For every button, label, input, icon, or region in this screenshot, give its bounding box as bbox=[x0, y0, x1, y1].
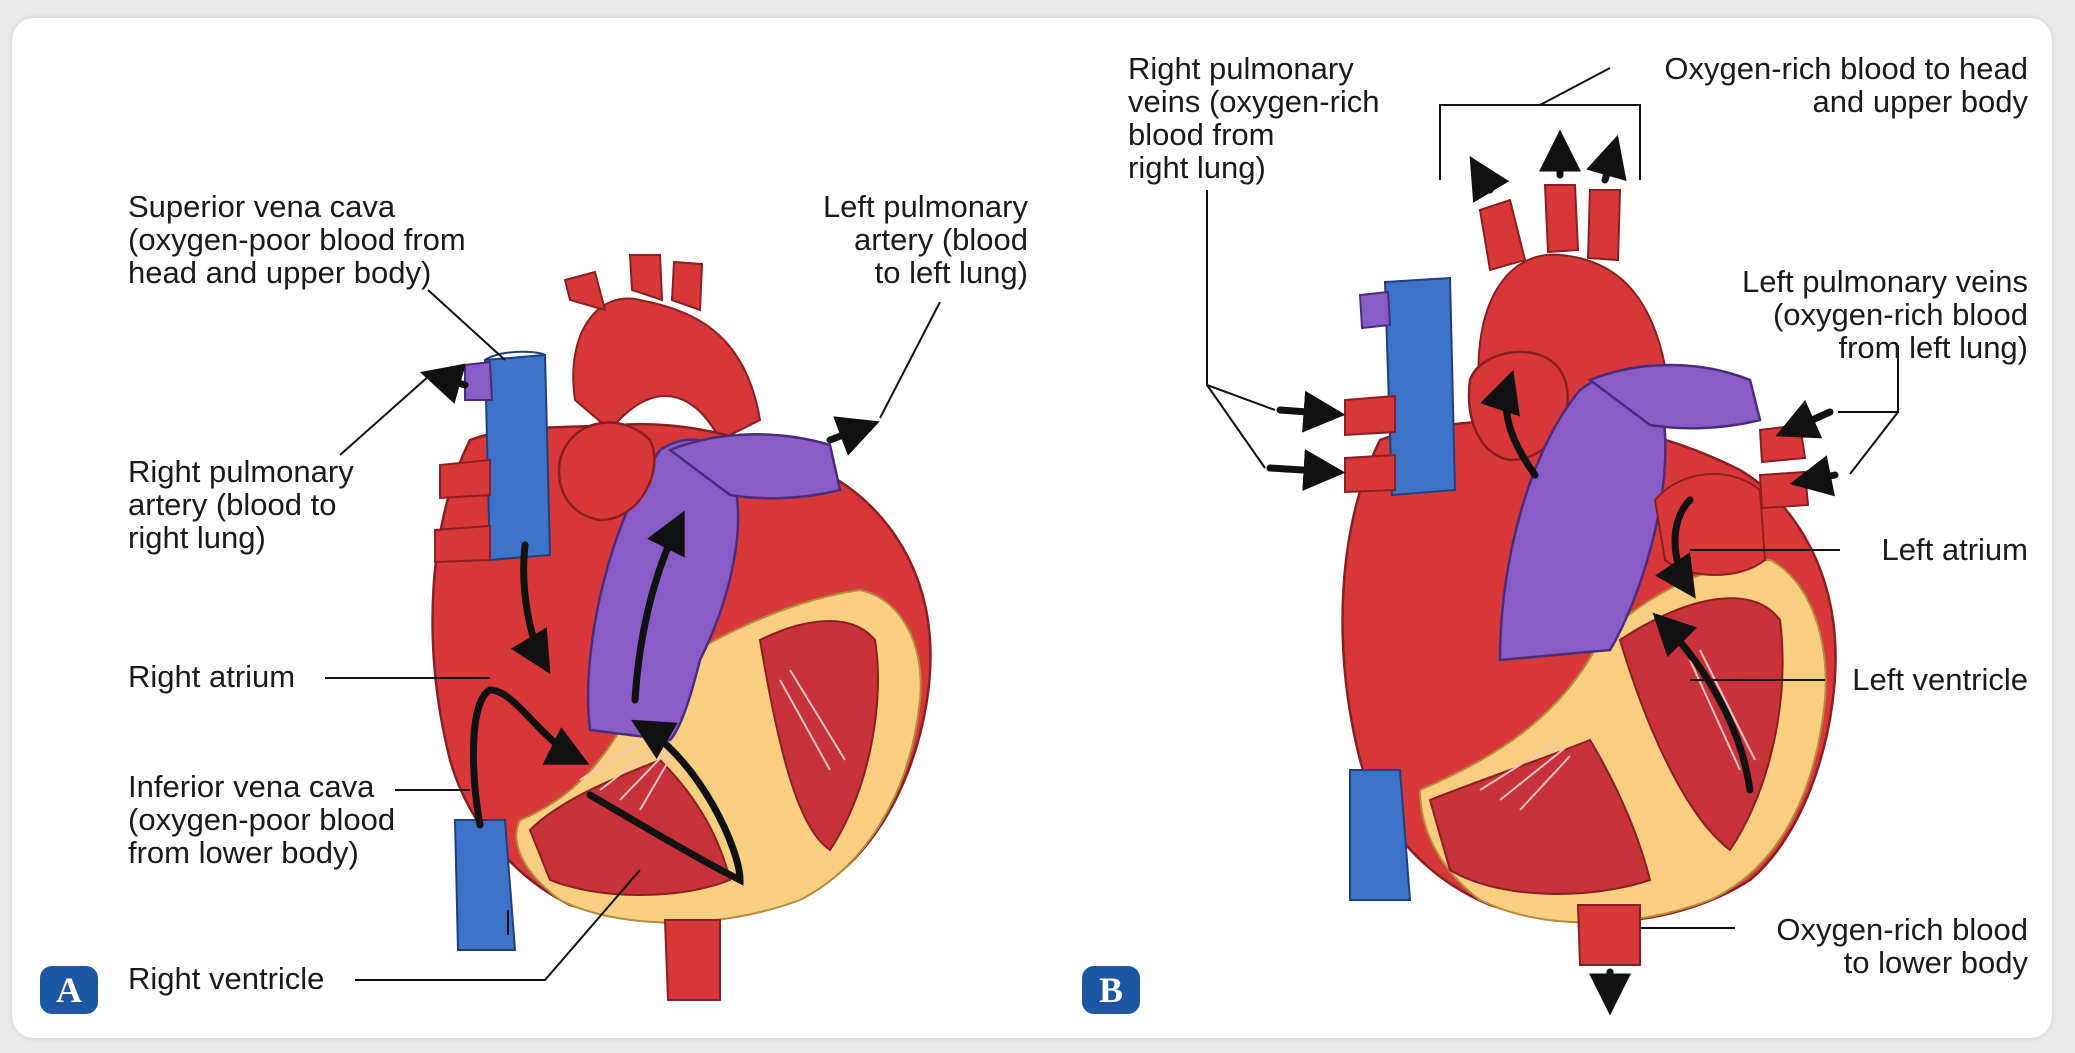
flow-arrows-a bbox=[419, 363, 880, 886]
label-right-atrium: Right atrium bbox=[128, 659, 296, 694]
pulmonary-branch-b bbox=[1587, 363, 1762, 430]
heart-b bbox=[1341, 184, 1837, 966]
chordae-b bbox=[1479, 649, 1756, 811]
aorta-branch-b3 bbox=[1586, 189, 1622, 262]
label-right-pulmonary-veins: Right pulmonary veins (oxygen-rich blood… bbox=[1128, 51, 1380, 185]
label-oxygen-rich-lower: Oxygen-rich blood to lower body bbox=[1776, 912, 2028, 980]
label-superior-vena-cava: Superior vena cava (oxygen-poor blood fr… bbox=[128, 189, 466, 290]
panel-a-badge: A bbox=[40, 966, 98, 1014]
right-pulm-vein-b1 bbox=[1344, 394, 1396, 437]
panel-b-badge: B bbox=[1082, 966, 1140, 1014]
pulm-vein-stub-a1 bbox=[439, 458, 491, 500]
superior-vena-cava-a bbox=[483, 353, 552, 562]
inferior-vena-cava-b bbox=[1349, 769, 1412, 901]
left-ventricle-cavity-b bbox=[1618, 597, 1784, 852]
flow-arrows-b bbox=[1266, 129, 1839, 1016]
right-pulm-vein-b2 bbox=[1344, 453, 1396, 494]
aorta-branch-a2 bbox=[628, 254, 664, 302]
aorta-branch-a3 bbox=[670, 260, 704, 312]
aorta-a bbox=[572, 297, 762, 442]
leader-lines-a bbox=[325, 289, 941, 981]
left-ventricle-cavity-a bbox=[758, 620, 879, 852]
svc-stub-b bbox=[1358, 290, 1392, 330]
label-left-atrium: Left atrium bbox=[1881, 532, 2028, 567]
heart-a bbox=[431, 254, 932, 1001]
aorta-branch-b2 bbox=[1543, 184, 1580, 254]
inferior-vena-cava-a bbox=[453, 819, 517, 951]
right-pulmonary-artery-stub-a bbox=[464, 360, 494, 401]
left-pulmonary-artery-a bbox=[667, 433, 842, 500]
label-left-pulmonary-artery: Left pulmonary artery (blood to left lun… bbox=[822, 189, 1028, 290]
aorta-branch-a1 bbox=[563, 270, 607, 312]
label-inferior-vena-cava: Inferior vena cava (oxygen-poor blood fr… bbox=[128, 769, 396, 870]
svc-top-a bbox=[484, 350, 546, 361]
aorta-branch-b1 bbox=[1478, 198, 1527, 272]
label-right-pulmonary-artery: Right pulmonary artery (blood to right l… bbox=[128, 454, 354, 555]
ventricle-cavity-a bbox=[528, 758, 732, 896]
descending-aorta-b bbox=[1576, 904, 1641, 966]
label-oxygen-rich-head: Oxygen-rich blood to head and upper body bbox=[1664, 51, 2028, 119]
left-pulm-vein-b2 bbox=[1758, 470, 1810, 510]
aortic-ring-a bbox=[557, 421, 656, 522]
label-left-pulmonary-veins: Left pulmonary veins (oxygen-rich blood … bbox=[1741, 264, 2028, 365]
label-right-ventricle: Right ventricle bbox=[128, 961, 325, 996]
label-left-ventricle: Left ventricle bbox=[1852, 662, 2028, 697]
left-atrium-b bbox=[1653, 473, 1767, 576]
leader-lines-b bbox=[1206, 67, 1899, 929]
pulm-vein-stub-a2 bbox=[434, 524, 491, 564]
descending-aorta-a bbox=[663, 919, 721, 1001]
